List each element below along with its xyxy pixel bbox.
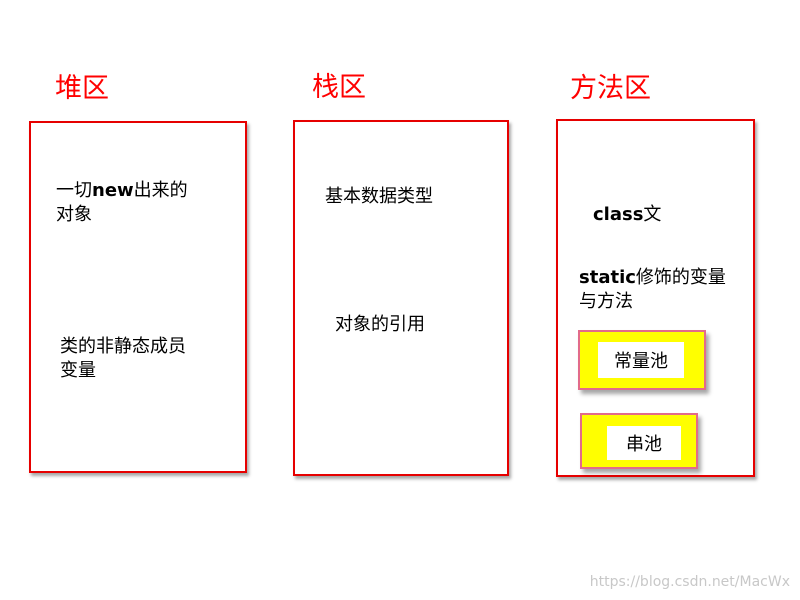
heap-item-nonstatic-members-line2: 变量 — [60, 360, 96, 381]
new-keyword: new — [92, 180, 134, 201]
method-item-class: class文 — [593, 203, 661, 227]
heap-item-new-objects: 一切new出来的 — [56, 179, 188, 203]
method-item-static-suffix: 修饰的变量 — [635, 267, 726, 288]
stack-box: 基本数据类型 对象的引用 — [293, 120, 509, 476]
method-item-static-line2: 与方法 — [579, 291, 633, 312]
method-area-title: 方法区 — [570, 73, 651, 104]
constant-pool-label: 常量池 — [598, 342, 684, 378]
string-pool-label: 串池 — [607, 426, 681, 460]
string-pool-box: 串池 — [580, 413, 698, 469]
watermark: https://blog.csdn.net/MacWx — [589, 574, 790, 590]
heap-title: 堆区 — [55, 73, 109, 104]
heap-box: 一切new出来的 对象 类的非静态成员 变量 — [29, 121, 247, 473]
heap-item-prefix: 一切 — [56, 180, 92, 201]
class-keyword: class — [593, 204, 644, 225]
stack-item-primitive-types: 基本数据类型 — [325, 186, 433, 207]
stack-title: 栈区 — [312, 72, 366, 103]
heap-item-new-objects-line2: 对象 — [56, 204, 92, 225]
method-item-static: static修饰的变量 — [579, 266, 726, 290]
method-item-class-suffix: 文 — [643, 204, 662, 225]
stack-item-object-references: 对象的引用 — [335, 314, 425, 335]
heap-item-nonstatic-members: 类的非静态成员 — [60, 336, 186, 357]
static-keyword: static — [579, 267, 636, 288]
constant-pool-box: 常量池 — [578, 330, 706, 390]
heap-item-suffix: 出来的 — [133, 180, 188, 201]
